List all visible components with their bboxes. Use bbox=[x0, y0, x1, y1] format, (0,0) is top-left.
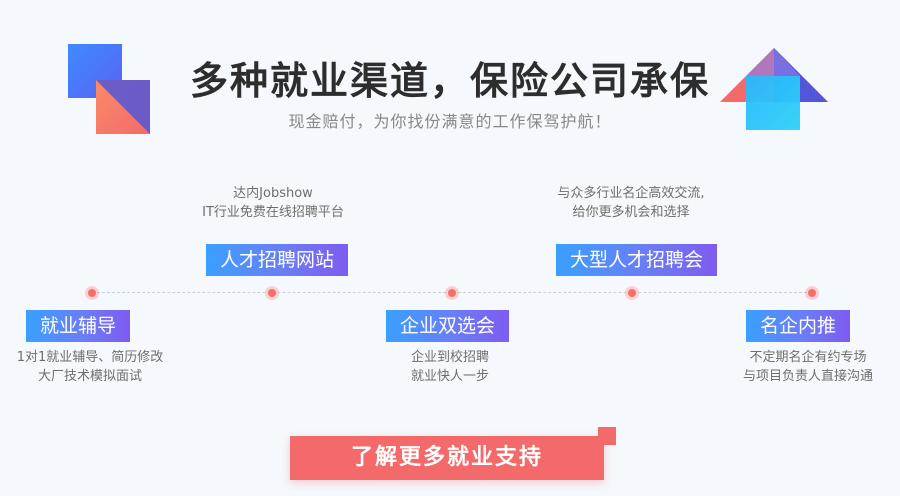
decorative-arrow-right-icon bbox=[720, 48, 828, 130]
channel-label-career-coaching[interactable]: 就业辅导 bbox=[26, 310, 131, 342]
timeline-dot bbox=[805, 286, 819, 300]
timeline-dot bbox=[85, 286, 99, 300]
learn-more-button[interactable]: 了解更多就业支持 bbox=[290, 436, 604, 480]
channel-desc-website: 达内Jobshow IT行业免费在线招聘平台 bbox=[202, 186, 344, 220]
channel-desc-referral: 不定期名企有约专场 与项目负责人直接沟通 bbox=[742, 350, 873, 384]
decorative-squares-left-icon bbox=[68, 44, 150, 134]
channel-label-job-fair[interactable]: 大型人才招聘会 bbox=[556, 244, 718, 276]
channel-label-campus-fair[interactable]: 企业双选会 bbox=[386, 310, 510, 342]
channel-desc-campus-fair: 企业到校招聘 就业快人一步 bbox=[410, 350, 489, 384]
timeline-dot bbox=[625, 286, 639, 300]
channel-desc-job-fair: 与众多行业名企高效交流, 给你更多机会和选择 bbox=[557, 186, 705, 220]
channel-label-website[interactable]: 人才招聘网站 bbox=[206, 244, 349, 276]
channel-desc-career-coaching: 1对1就业辅导、简历修改 大厂技术模拟面试 bbox=[16, 350, 164, 384]
timeline-dot bbox=[265, 286, 279, 300]
page-title: 多种就业渠道，保险公司承保 bbox=[189, 59, 710, 103]
channel-label-referral[interactable]: 名企内推 bbox=[746, 310, 851, 342]
page-subtitle: 现金赔付，为你找份满意的工作保驾护航！ bbox=[288, 112, 612, 131]
timeline-dot bbox=[445, 286, 459, 300]
